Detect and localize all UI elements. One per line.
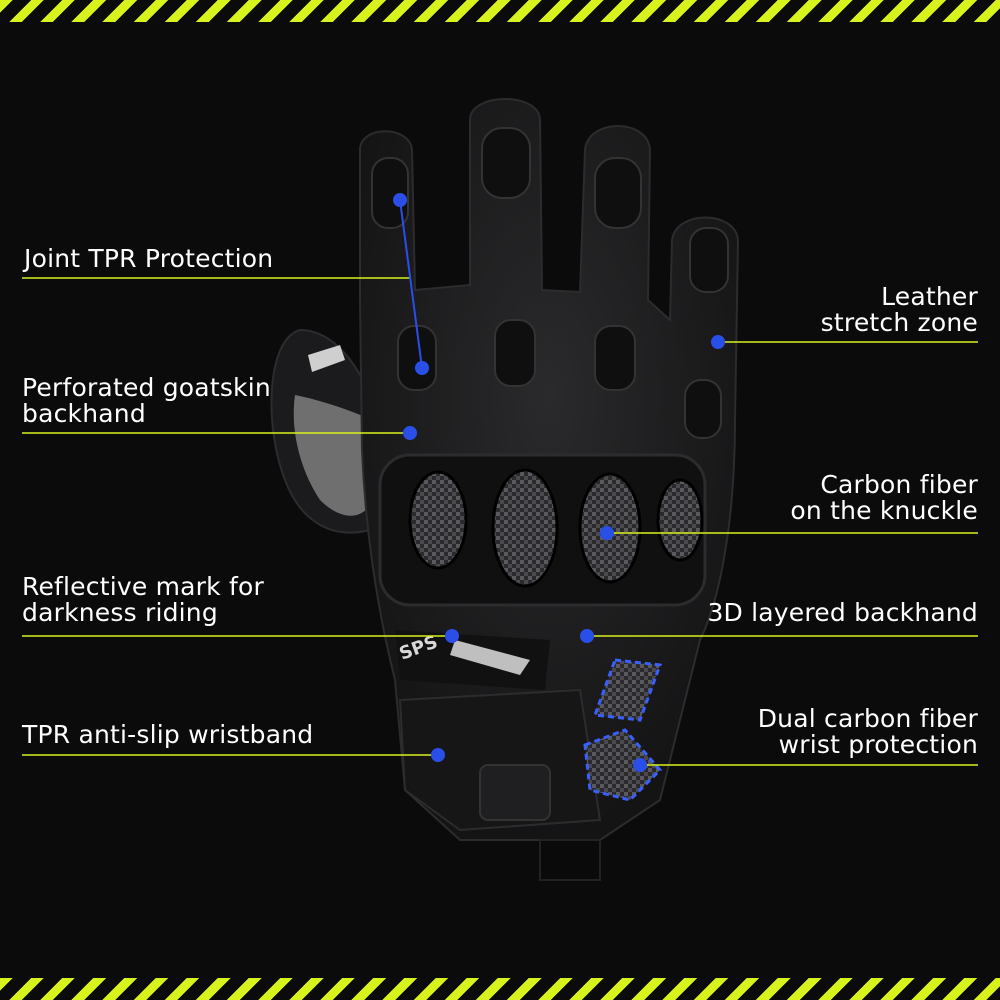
wrist-cuff (398, 688, 602, 881)
label-dual-carbon-wrist: Dual carbon fiber wrist protection (757, 704, 978, 759)
reflective-band: SPS (395, 630, 550, 690)
dot-joint-bottom (415, 361, 429, 375)
label-carbon-fiber-knuckle: Carbon fiber on the knuckle (790, 470, 978, 525)
dot-wristband (431, 748, 445, 762)
leader-lines (22, 277, 978, 766)
label-3d-layered-backhand: 3D layered backhand (707, 598, 978, 627)
dot-joint-top (393, 193, 407, 207)
label-tpr-wristband: TPR anti-slip wristband (22, 720, 314, 749)
callout-dots (393, 193, 725, 772)
joint-pads (371, 127, 729, 439)
label-leather-stretch-zone: Leather stretch zone (820, 282, 978, 337)
joint-connector-line (399, 199, 423, 369)
label-perforated-goatskin: Perforated goatskin backhand (22, 373, 271, 428)
dot-layered (580, 629, 594, 643)
glove-thumb (270, 328, 382, 534)
dot-reflective (445, 629, 459, 643)
dot-knuckle (600, 526, 614, 540)
dot-wrist-carbon (633, 758, 647, 772)
knuckle-carbon-shells (378, 453, 707, 607)
hazard-stripe-top (0, 0, 1000, 22)
dot-stretch-zone (711, 335, 725, 349)
label-reflective-mark: Reflective mark for darkness riding (22, 572, 264, 627)
wrist-carbon-plates (583, 658, 663, 802)
label-joint-tpr-protection: Joint TPR Protection (24, 244, 274, 273)
dot-goatskin (403, 426, 417, 440)
hazard-stripe-bottom (0, 978, 1000, 1000)
